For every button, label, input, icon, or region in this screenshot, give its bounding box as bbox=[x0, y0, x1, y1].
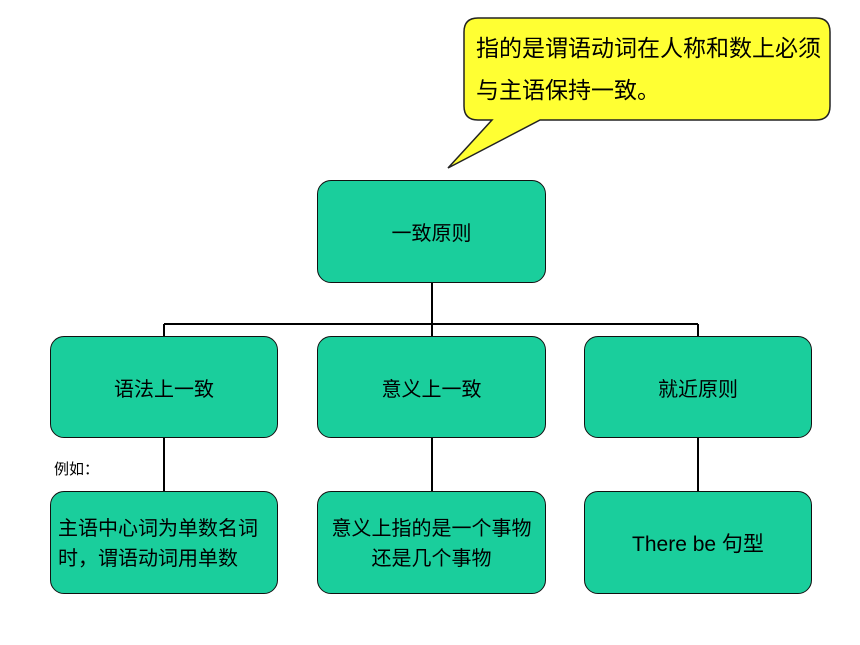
branch-node-label: 就近原则 bbox=[658, 376, 738, 401]
root-node-label: 一致原则 bbox=[391, 221, 472, 245]
leaf-node-label: 意义上指的是一个事物还是几个事物 bbox=[331, 515, 532, 570]
callout-text: 指的是谓语动词在人称和数上必须与主语保持一致。 bbox=[476, 36, 821, 104]
leaf-node-label: 主语中心词为单数名词时，谓语动词用单数 bbox=[58, 515, 258, 570]
branch-node-proximity-principle: 就近原则 bbox=[584, 336, 812, 438]
example-label: 例如： bbox=[54, 460, 100, 478]
leaf-node-proximity-example: There be 句型 bbox=[584, 491, 812, 594]
branch-node-notional-agreement: 意义上一致 bbox=[317, 336, 546, 438]
root-node: 一致原则 bbox=[317, 180, 546, 283]
leaf-node-grammatical-example: 主语中心词为单数名词时，谓语动词用单数 bbox=[50, 491, 278, 594]
callout-bubble bbox=[447, 17, 831, 169]
branch-node-label: 意义上一致 bbox=[381, 376, 482, 401]
branch-node-grammatical-agreement: 语法上一致 bbox=[50, 336, 278, 438]
leaf-node-notional-example: 意义上指的是一个事物还是几个事物 bbox=[317, 491, 546, 594]
leaf-node-label: There be 句型 bbox=[632, 532, 764, 556]
branch-node-label: 语法上一致 bbox=[114, 376, 214, 401]
